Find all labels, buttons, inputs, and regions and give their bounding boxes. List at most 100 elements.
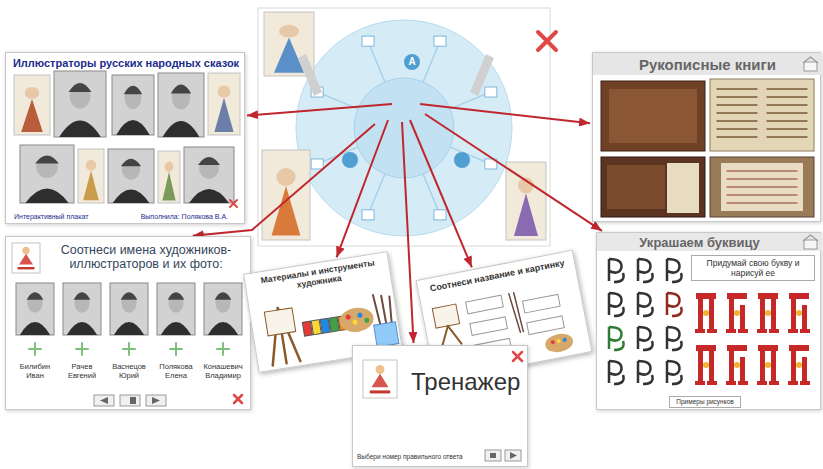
ornate-letter [609,327,624,350]
portrait-face [172,85,190,109]
portrait-hair [124,86,142,94]
red-initial [695,381,705,385]
portrait-photo [108,149,154,203]
close-icon [230,200,237,207]
arrow-connector [247,104,392,116]
menu-icon [362,36,374,46]
red-initial [726,329,736,333]
red-initial [788,381,798,385]
nav-button [505,450,521,461]
tale-illustration [208,73,240,135]
gold-accent [734,362,740,368]
gold-accent [765,362,771,368]
caption-box: Примеры рисунков [669,396,741,408]
book-cover [607,165,665,209]
tale-illustration [262,150,310,240]
menu-ribbon [470,54,494,96]
author-note: Выполнила: Полякова В.А. [124,213,228,221]
portrait-photo [158,73,204,137]
manuscript-line [767,104,807,106]
paint-dab [352,319,358,325]
red-initial [757,381,767,385]
answer-box [523,294,561,313]
plus-sign [81,343,83,355]
red-initial [698,351,703,381]
red-initial [696,293,716,299]
red-initial [769,329,779,333]
icon-body [372,374,389,388]
palette [338,305,375,334]
ornate-letter [609,361,624,384]
nav-button [120,395,140,406]
figure-dress [274,38,304,73]
manuscript-line [717,120,757,122]
red-initial [771,351,776,381]
red-initial [729,351,734,381]
tale-illustration [506,162,546,240]
red-initial [788,329,798,333]
arrow-connector [410,120,472,267]
poster-title: Иллюстраторы русских народных сказок [9,57,243,70]
menu-icon [485,87,497,97]
gold-accent [765,310,771,316]
portrait-photo [16,283,54,335]
instruction: Выбери номер правильного ответа [357,453,481,461]
menu-spoke [370,45,385,82]
red-initial [760,351,765,381]
menu-spoke [423,45,438,82]
red-initial [696,345,716,351]
red-initial [738,329,748,333]
artist-name: Конашевич Владимир [201,363,245,380]
home-icon [803,235,818,241]
portrait-photo [184,147,234,203]
home-icon [803,57,818,63]
menu-screen: А [258,8,550,246]
portrait-jacket [161,322,191,335]
nav-arrow [510,452,517,459]
figure-dress [83,171,99,201]
ornate-letter [638,259,653,282]
menu-marker [454,152,470,168]
tale-illustration [158,151,180,203]
portrait-jacket [163,121,200,137]
figure-dress [514,193,538,236]
gold-accent [703,362,709,368]
arrow-connector [420,104,590,123]
menu-marker [342,152,358,168]
manuscript-line [767,96,807,98]
figure-dress [21,99,43,132]
figure-dress [214,98,233,132]
portrait-face [199,158,219,179]
gold-accent [796,362,802,368]
arrow-connector [402,122,414,343]
nav-button [94,395,114,406]
portrait-jacket [208,322,238,335]
icon-body [19,254,33,265]
figure-dress [162,172,175,201]
red-initial [740,305,745,329]
red-initial [802,357,807,381]
red-initial [758,345,778,351]
manuscript-line [717,128,757,130]
icon-bar [370,390,390,393]
canvas [264,308,295,336]
icon-head [376,365,385,374]
manuscript-line [727,170,797,171]
screen-title: Украшаем буквицу [597,235,802,251]
gold-accent [796,310,802,316]
paint-dab [345,314,351,320]
nav-button [146,395,166,406]
artist-name: Билибин Иван [13,363,57,380]
menu-icon [434,36,446,46]
portrait-face [74,293,89,313]
red-initial [791,351,796,381]
portrait-jacket [25,189,68,204]
close-icon [234,395,242,403]
red-initial [707,329,717,333]
manuscript-line [717,104,757,106]
close-icon [230,200,237,207]
portrait-hair [168,292,185,299]
portrait-photo [204,283,242,335]
portrait-jacket [67,322,97,335]
figure-head [276,168,295,186]
